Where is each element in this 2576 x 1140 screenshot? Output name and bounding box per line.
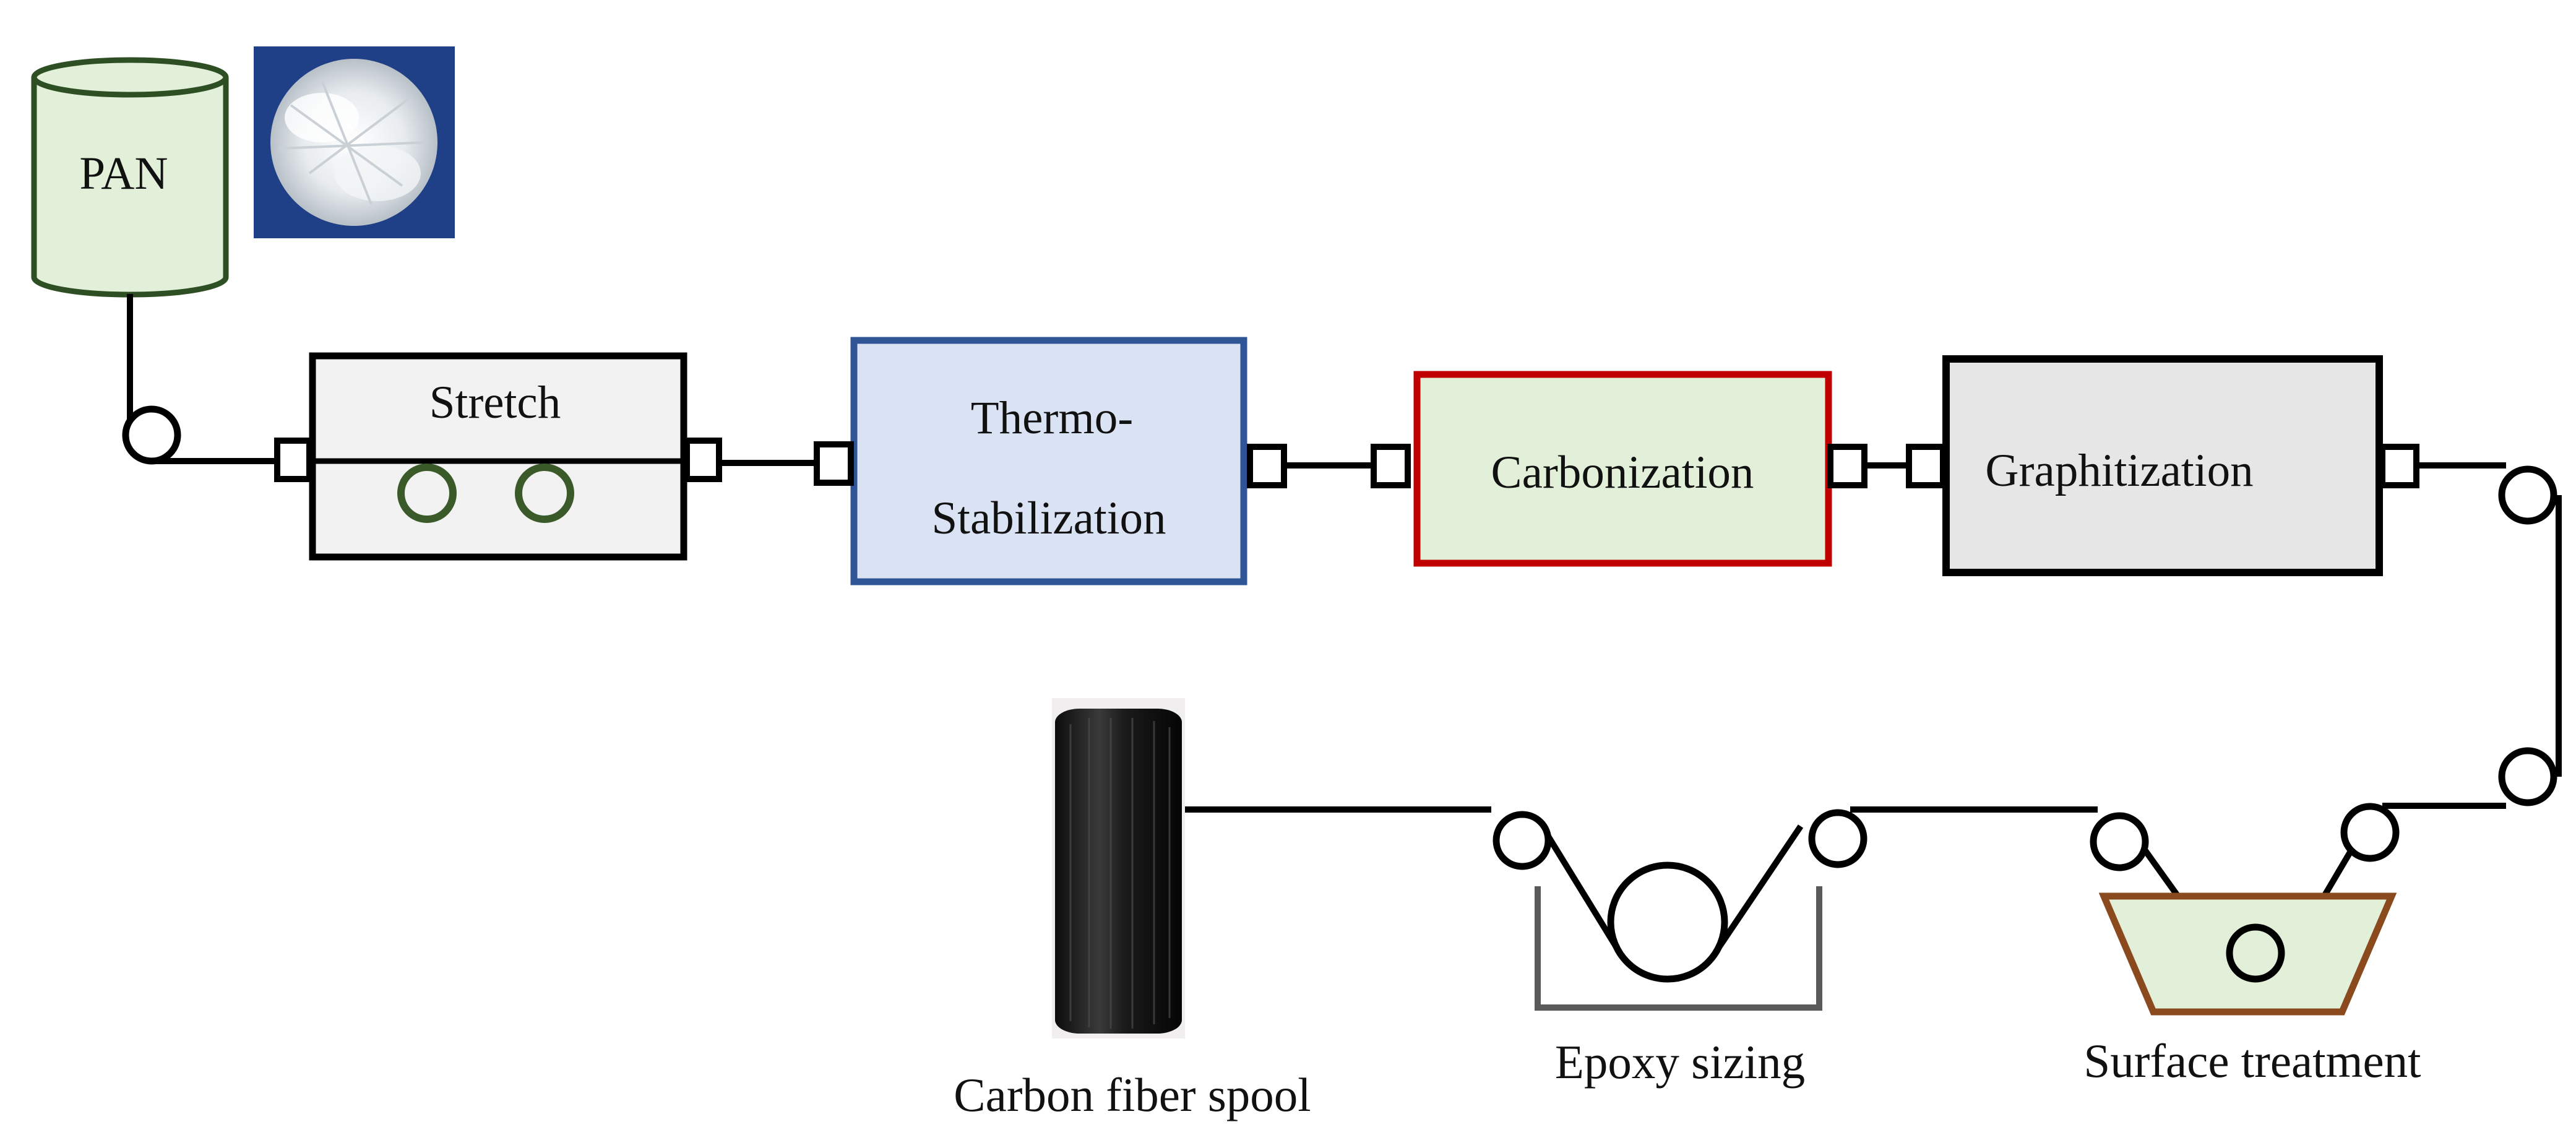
stretch-roller-2 [515,464,574,523]
pan-cylinder-top [31,57,229,98]
thermo-label-line2: Stabilization [931,493,1166,544]
carbonization-inlet-port [1371,444,1411,488]
guide-roller-right-top [2498,465,2557,525]
graphitization-outlet-port [2379,444,2419,488]
graphitization-inlet-port [1906,444,1946,488]
epoxy-roller-left [1493,811,1552,870]
surface-roller-right [2340,803,2400,862]
stretch-outlet-port [684,438,722,482]
surface-treatment-label: Surface treatment [2083,1034,2421,1087]
thermo-stabilization-box [850,337,1247,585]
carbonization-unit: Carbonization [1371,371,1867,567]
thermo-inlet-port [814,441,854,486]
stretch-roller-1 [397,464,457,523]
epoxy-sizing-label: Epoxy sizing [1555,1035,1805,1089]
carbon-fiber-spool-label: Carbon fiber spool [954,1068,1311,1121]
surface-roller-bath [2226,923,2285,983]
guide-roller-right-bottom [2498,747,2557,806]
graphitization-label: Graphitization [1985,445,2253,496]
stretch-label: Stretch [429,377,561,428]
stretch-box [309,352,687,561]
epoxy-roller-bath [1607,861,1728,983]
graphitization-unit: Graphitization [1906,355,2419,576]
surface-treatment-unit: Surface treatment [2083,803,2421,1087]
epoxy-sizing-unit: Epoxy sizing [1493,809,1867,1089]
pan-container: PAN [31,57,229,298]
thermo-outlet-port [1247,444,1287,488]
thermo-label-line1: Thermo- [971,392,1133,444]
surface-treatment-tank [2098,892,2397,1016]
thermo-stabilization-unit: Thermo- Stabilization [814,337,1287,585]
pan-label: PAN [79,148,168,199]
epoxy-roller-right [1808,809,1867,868]
carbon-fiber-spool-photo: Carbon fiber spool [954,698,1311,1121]
surface-roller-left [2090,812,2149,871]
pan-fiber-bundle-photo [254,46,455,238]
stretch-unit: Stretch [274,352,722,561]
guide-roller-pan [122,405,181,465]
carbonization-outlet-port [1827,444,1867,488]
carbonization-label: Carbonization [1491,447,1754,498]
stretch-inlet-port [274,438,312,482]
epoxy-sizing-tank [1535,886,1822,1011]
